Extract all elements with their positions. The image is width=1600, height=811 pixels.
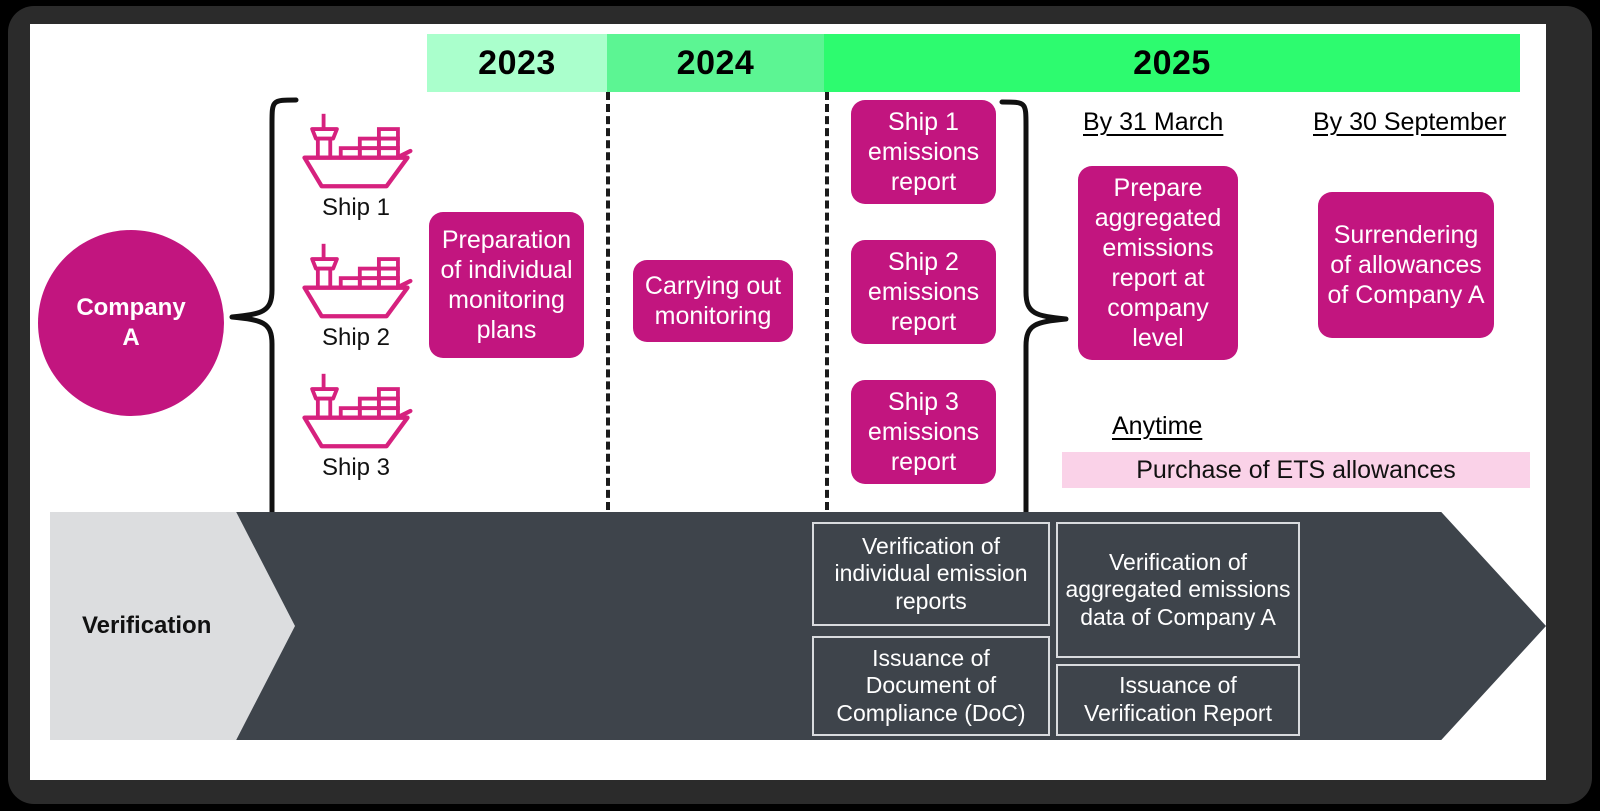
verification-tag: Verification: [50, 512, 295, 740]
ship-3-label: Ship 3: [321, 454, 391, 481]
ship-list: Ship 1 Ship 2: [292, 102, 420, 532]
activity-aggregated-report-box: Prepare aggregated emissions report at c…: [1078, 166, 1238, 360]
deadline-anytime-label: Anytime: [1112, 412, 1203, 440]
verification-box-verification-report: Issuance of Verification Report: [1056, 664, 1300, 736]
device-bezel: 2023 2024 2025 Company A: [8, 6, 1592, 804]
container-ship-icon: [302, 373, 413, 449]
left-brace: [229, 97, 299, 537]
activity-aggregated-report-label: Prepare aggregated emissions report at c…: [1094, 174, 1222, 352]
activity-ship1-report-box: Ship 1 emissions report: [851, 100, 996, 204]
deadline-september-label: By 30 September: [1313, 108, 1507, 136]
year-2025-label: 2025: [1133, 43, 1211, 82]
container-ship-icon: [302, 243, 413, 319]
activity-ship2-report-box: Ship 2 emissions report: [851, 240, 996, 344]
verification-box-verification-report-label: Issuance of Verification Report: [1084, 672, 1272, 726]
verification-tag-label: Verification: [82, 612, 212, 639]
activity-preparation-label: Preparation of individual monitoring pla…: [440, 226, 573, 344]
activity-surrendering-label: Surrendering of allowances of Company A: [1327, 221, 1485, 309]
timeline-year-2025: 2025: [824, 34, 1520, 92]
timeline-year-2024: 2024: [607, 34, 824, 92]
verification-band: Verification Verification of individual …: [30, 512, 1546, 740]
activity-ship3-report-label: Ship 3 emissions report: [867, 388, 980, 476]
activity-ship3-report-box: Ship 3 emissions report: [851, 380, 996, 484]
deadline-march-label: By 31 March: [1083, 108, 1224, 136]
year-2024-label: 2024: [676, 43, 755, 82]
verification-arrow-shape: [186, 512, 1546, 740]
year-2023-label: 2023: [478, 43, 556, 82]
timeline-year-2023: 2023: [427, 34, 607, 92]
year-divider-2023-2024: [606, 92, 610, 522]
activity-preparation-box: Preparation of individual monitoring pla…: [429, 212, 584, 358]
verification-box-individual-reports-label: Verification of individual emission repo…: [834, 532, 1028, 614]
activity-carrying-out-label: Carrying out monitoring: [644, 272, 782, 330]
activity-ship2-report-label: Ship 2 emissions report: [867, 248, 980, 336]
ship-2-label: Ship 2: [321, 324, 391, 351]
ets-allowances-label: Purchase of ETS allowances: [1136, 455, 1456, 484]
verification-box-individual-reports: Verification of individual emission repo…: [812, 522, 1050, 626]
ship-item-3: Ship 3: [292, 370, 420, 498]
ship-1-label: Ship 1: [321, 194, 391, 221]
verification-box-aggregated-data-label: Verification of aggregated emissions dat…: [1065, 548, 1291, 630]
diagram-canvas: 2023 2024 2025 Company A: [30, 24, 1546, 780]
verification-box-aggregated-data: Verification of aggregated emissions dat…: [1056, 522, 1300, 658]
activity-ship1-report-label: Ship 1 emissions report: [867, 108, 980, 196]
verification-box-document-of-compliance: Issuance of Document of Compliance (DoC): [812, 636, 1050, 736]
right-brace: [999, 99, 1069, 537]
company-a-node: Company A: [38, 230, 224, 416]
company-label-line2: A: [122, 324, 140, 351]
activity-carrying-out-box: Carrying out monitoring: [633, 260, 793, 342]
container-ship-icon: [302, 113, 413, 189]
company-label-line1: Company: [76, 294, 186, 321]
year-divider-2024-2025: [825, 92, 829, 522]
ets-allowances-strip: Purchase of ETS allowances: [1062, 452, 1530, 488]
activity-surrendering-box: Surrendering of allowances of Company A: [1318, 192, 1494, 338]
ship-item-2: Ship 2: [292, 240, 420, 368]
verification-box-document-of-compliance-label: Issuance of Document of Compliance (DoC): [836, 644, 1026, 726]
ship-item-1: Ship 1: [292, 110, 420, 238]
